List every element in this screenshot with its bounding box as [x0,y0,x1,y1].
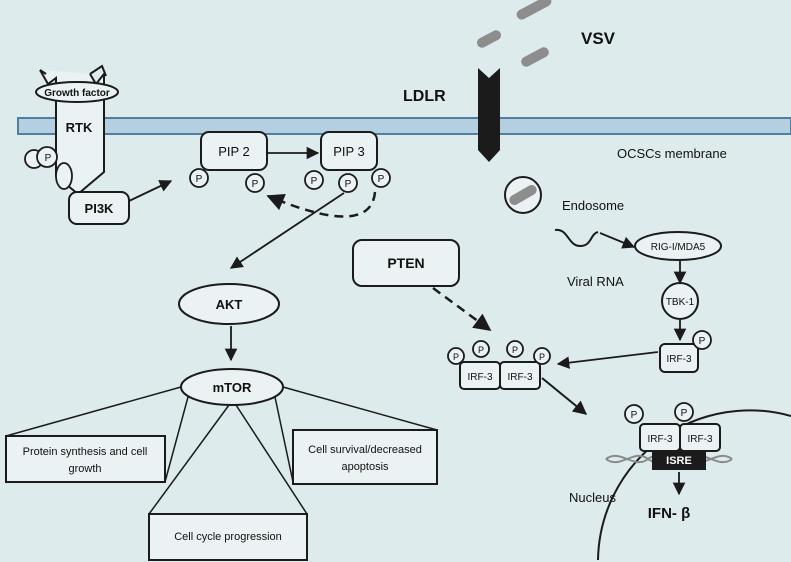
phosphate-label: P [453,352,459,362]
phosphate-circle [447,347,465,365]
phosphate-circle [472,340,490,358]
endosome-virion [509,185,537,205]
phosphate-circle [506,340,524,358]
pten-to-irf3-arrow [432,286,492,332]
isre-label: ISRE [666,455,692,467]
phosphate-circle [245,173,265,193]
mtor-label: mTOR [213,380,252,395]
endosome-label: Endosome [562,198,624,213]
phosphate-label: P [345,179,352,190]
cell-survival-line1: Cell survival/decreased [308,444,422,456]
membrane-label: OCSCs membrane [617,146,727,161]
ldlr-label: LDLR [403,88,446,105]
phosphate-circle [189,168,209,188]
vsv-virions [476,0,552,67]
irf3-box [499,361,541,390]
pip2-label: PIP 2 [218,144,250,159]
phosphate-circle [624,404,644,424]
mtor-outcome-lines [5,386,438,515]
pten-dephosphorylation-arrow [266,191,377,218]
irf3-dimerization-arrow [556,351,659,369]
pip3-label: PIP 3 [333,144,365,159]
rna-to-rig-arrow [599,232,636,249]
phosphate-label: P [539,352,545,362]
adapter-ellipse [55,162,73,190]
cell-cycle-label: Cell cycle progression [174,531,282,543]
cell-survival-box [292,429,438,485]
phosphate-circle [674,402,694,422]
phosphate-label: P [45,153,52,164]
irf3-label: IRF-3 [688,434,713,445]
rtk-label: RTK [66,120,93,135]
phosphate-label: P [378,174,385,185]
viral-rna-strand [554,228,599,248]
irf3-label: IRF-3 [667,354,692,365]
cell-cycle-box [148,513,308,561]
pi3k-label: PI3K [85,201,115,216]
nucleus-label: Nucleus [569,490,616,505]
phosphate-circle [304,170,324,190]
tbk1-circle [661,282,699,320]
vsv-label: VSV [581,29,616,48]
protein-synthesis-box [5,435,166,483]
protein-synthesis-line2: growth [68,463,101,475]
irf3-translocation-arrow [541,377,588,415]
irf3-label: IRF-3 [648,434,673,445]
phosphate-circle [533,347,551,365]
phosphate-label: P [478,345,484,355]
pten-label: PTEN [387,255,424,271]
phosphate-circle [692,330,712,350]
cell-membrane [17,117,791,135]
pip2-box [200,131,268,171]
pip3-to-akt-arrow [229,192,345,269]
akt-ellipse [178,283,280,325]
rig-mda5-label: RIG-I/MDA5 [651,242,706,253]
irf3-label: IRF-3 [468,372,493,383]
irf3-box [659,343,699,373]
phosphate-label: P [311,176,318,187]
phosphate-circle [338,173,358,193]
viral-rna-label: Viral RNA [567,274,624,289]
phosphate-label: P [196,174,203,185]
pi3k-arrow [128,180,173,202]
cell-survival-line2: apoptosis [341,461,389,473]
phosphate-label: P [699,336,706,347]
pten-box [352,239,460,287]
phosphate-circle [371,168,391,188]
pi3k-box [68,191,130,225]
pip3-box [320,131,378,171]
isre-element [652,450,706,470]
protein-synthesis-line1: Protein synthesis and cell [23,446,148,458]
tbk1-label: TBK-1 [666,297,695,308]
akt-label: AKT [216,297,243,312]
ifnb-label: IFN- β [648,505,690,522]
phosphate-label: P [512,345,518,355]
phosphate-circle [36,146,58,168]
irf3-label: IRF-3 [508,372,533,383]
growth-factor-ellipse [35,81,119,103]
phosphate-label: P [681,408,688,419]
ldlr-receptor [478,68,500,162]
rig-mda5-ellipse [634,231,722,261]
phosphate-label: P [252,179,259,190]
growth-factor-label: Growth factor [44,88,110,99]
phosphate-label: P [631,410,638,421]
